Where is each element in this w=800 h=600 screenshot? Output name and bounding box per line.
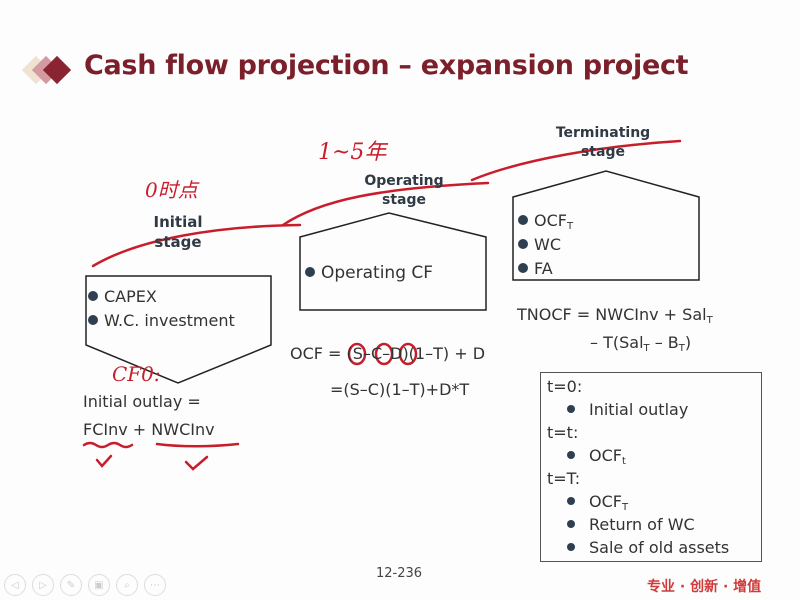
annotation-years: 1~5年 [318, 140, 387, 165]
summary-tT-item3: Sale of old assets [567, 538, 729, 557]
screen-icon[interactable]: ▣ [88, 574, 110, 596]
list-item: WC [518, 235, 561, 254]
operating-stage-shape [299, 212, 487, 311]
annotation-time0: 0时点 [145, 178, 198, 202]
terminating-stage-shape [512, 170, 700, 281]
slide-title: Cash flow projection – expansion project [84, 50, 689, 81]
summary-t0-item: Initial outlay [567, 400, 688, 419]
pen-icon[interactable]: ✎ [60, 574, 82, 596]
nwcinv-underline [155, 442, 240, 448]
annotation-cf0: CF0: [112, 362, 161, 386]
slogan: 专业 · 创新 · 增值 [647, 579, 762, 595]
circle-c [374, 342, 394, 366]
circle-d [398, 342, 418, 366]
summary-tt: t=t: [547, 423, 579, 442]
annotation-curve-1 [91, 223, 302, 268]
fcinv-underline [82, 441, 134, 449]
annotation-curve-2 [281, 181, 490, 227]
summary-tT-item2: Return of WC [567, 515, 695, 534]
ocf-formula-line1: OCF = (S–C–D)(1–T) + D [290, 344, 486, 363]
list-item: OCFT [518, 211, 573, 232]
list-item: FA [518, 259, 553, 278]
page-number: 12-236 [376, 566, 423, 581]
zoom-icon[interactable]: ⌕ [116, 574, 138, 596]
list-item: W.C. investment [88, 311, 235, 330]
ocf-formula-line2: =(S–C)(1–T)+D*T [330, 380, 470, 399]
prev-icon[interactable]: ◁ [4, 574, 26, 596]
summary-tt-item: OCFt [567, 446, 626, 467]
annotation-curve-3 [470, 139, 682, 182]
summary-t0: t=0: [547, 377, 583, 396]
initial-outlay-formula-line1: Initial outlay = [83, 392, 201, 411]
more-icon[interactable]: ⋯ [144, 574, 166, 596]
initial-outlay-formula-line2: FCInv + NWCInv [83, 420, 215, 439]
check-mark-2 [184, 455, 209, 471]
slideshow-nav: ◁ ▷ ✎ ▣ ⌕ ⋯ [4, 574, 166, 596]
circle-s [347, 342, 367, 366]
list-item: CAPEX [88, 287, 157, 306]
summary-box: t=0: Initial outlay t=t: OCFt t=T: OCFT … [540, 372, 762, 562]
check-mark-1 [95, 454, 113, 468]
summary-tT-item1: OCFT [567, 492, 628, 513]
tnocf-formula-line2: – T(SalT – BT) [590, 333, 692, 354]
initial-stage-shape [85, 275, 272, 384]
tnocf-formula-line1: TNOCF = NWCInv + SalT [517, 305, 713, 326]
next-icon[interactable]: ▷ [32, 574, 54, 596]
summary-tT: t=T: [547, 469, 581, 488]
list-item: Operating CF [305, 263, 433, 283]
